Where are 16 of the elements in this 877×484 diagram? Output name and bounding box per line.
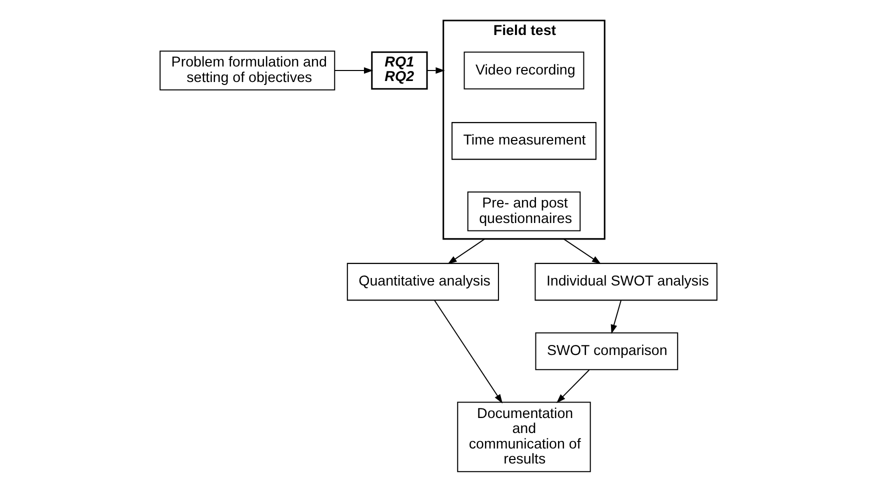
arrow <box>334 67 374 74</box>
node-box: Time measurement <box>452 122 596 160</box>
arrow <box>563 238 602 264</box>
node-box: Pre- and post questionnaires <box>467 191 581 232</box>
node-box: Problem formulation and setting of objectives <box>160 50 336 90</box>
node-box: Quantitative analysis <box>346 262 499 301</box>
arrow <box>427 67 445 74</box>
node-box: Video recording <box>464 52 584 90</box>
arrow <box>556 370 590 404</box>
node-box: SWOT comparison <box>535 332 678 370</box>
arrow <box>610 300 622 334</box>
node-box: RQ1 RQ2 <box>371 51 428 90</box>
arrow <box>434 300 503 404</box>
arrow <box>448 238 486 264</box>
node-box: Individual SWOT analysis <box>534 262 718 301</box>
node-box: Documentation and communication of results <box>457 402 591 472</box>
